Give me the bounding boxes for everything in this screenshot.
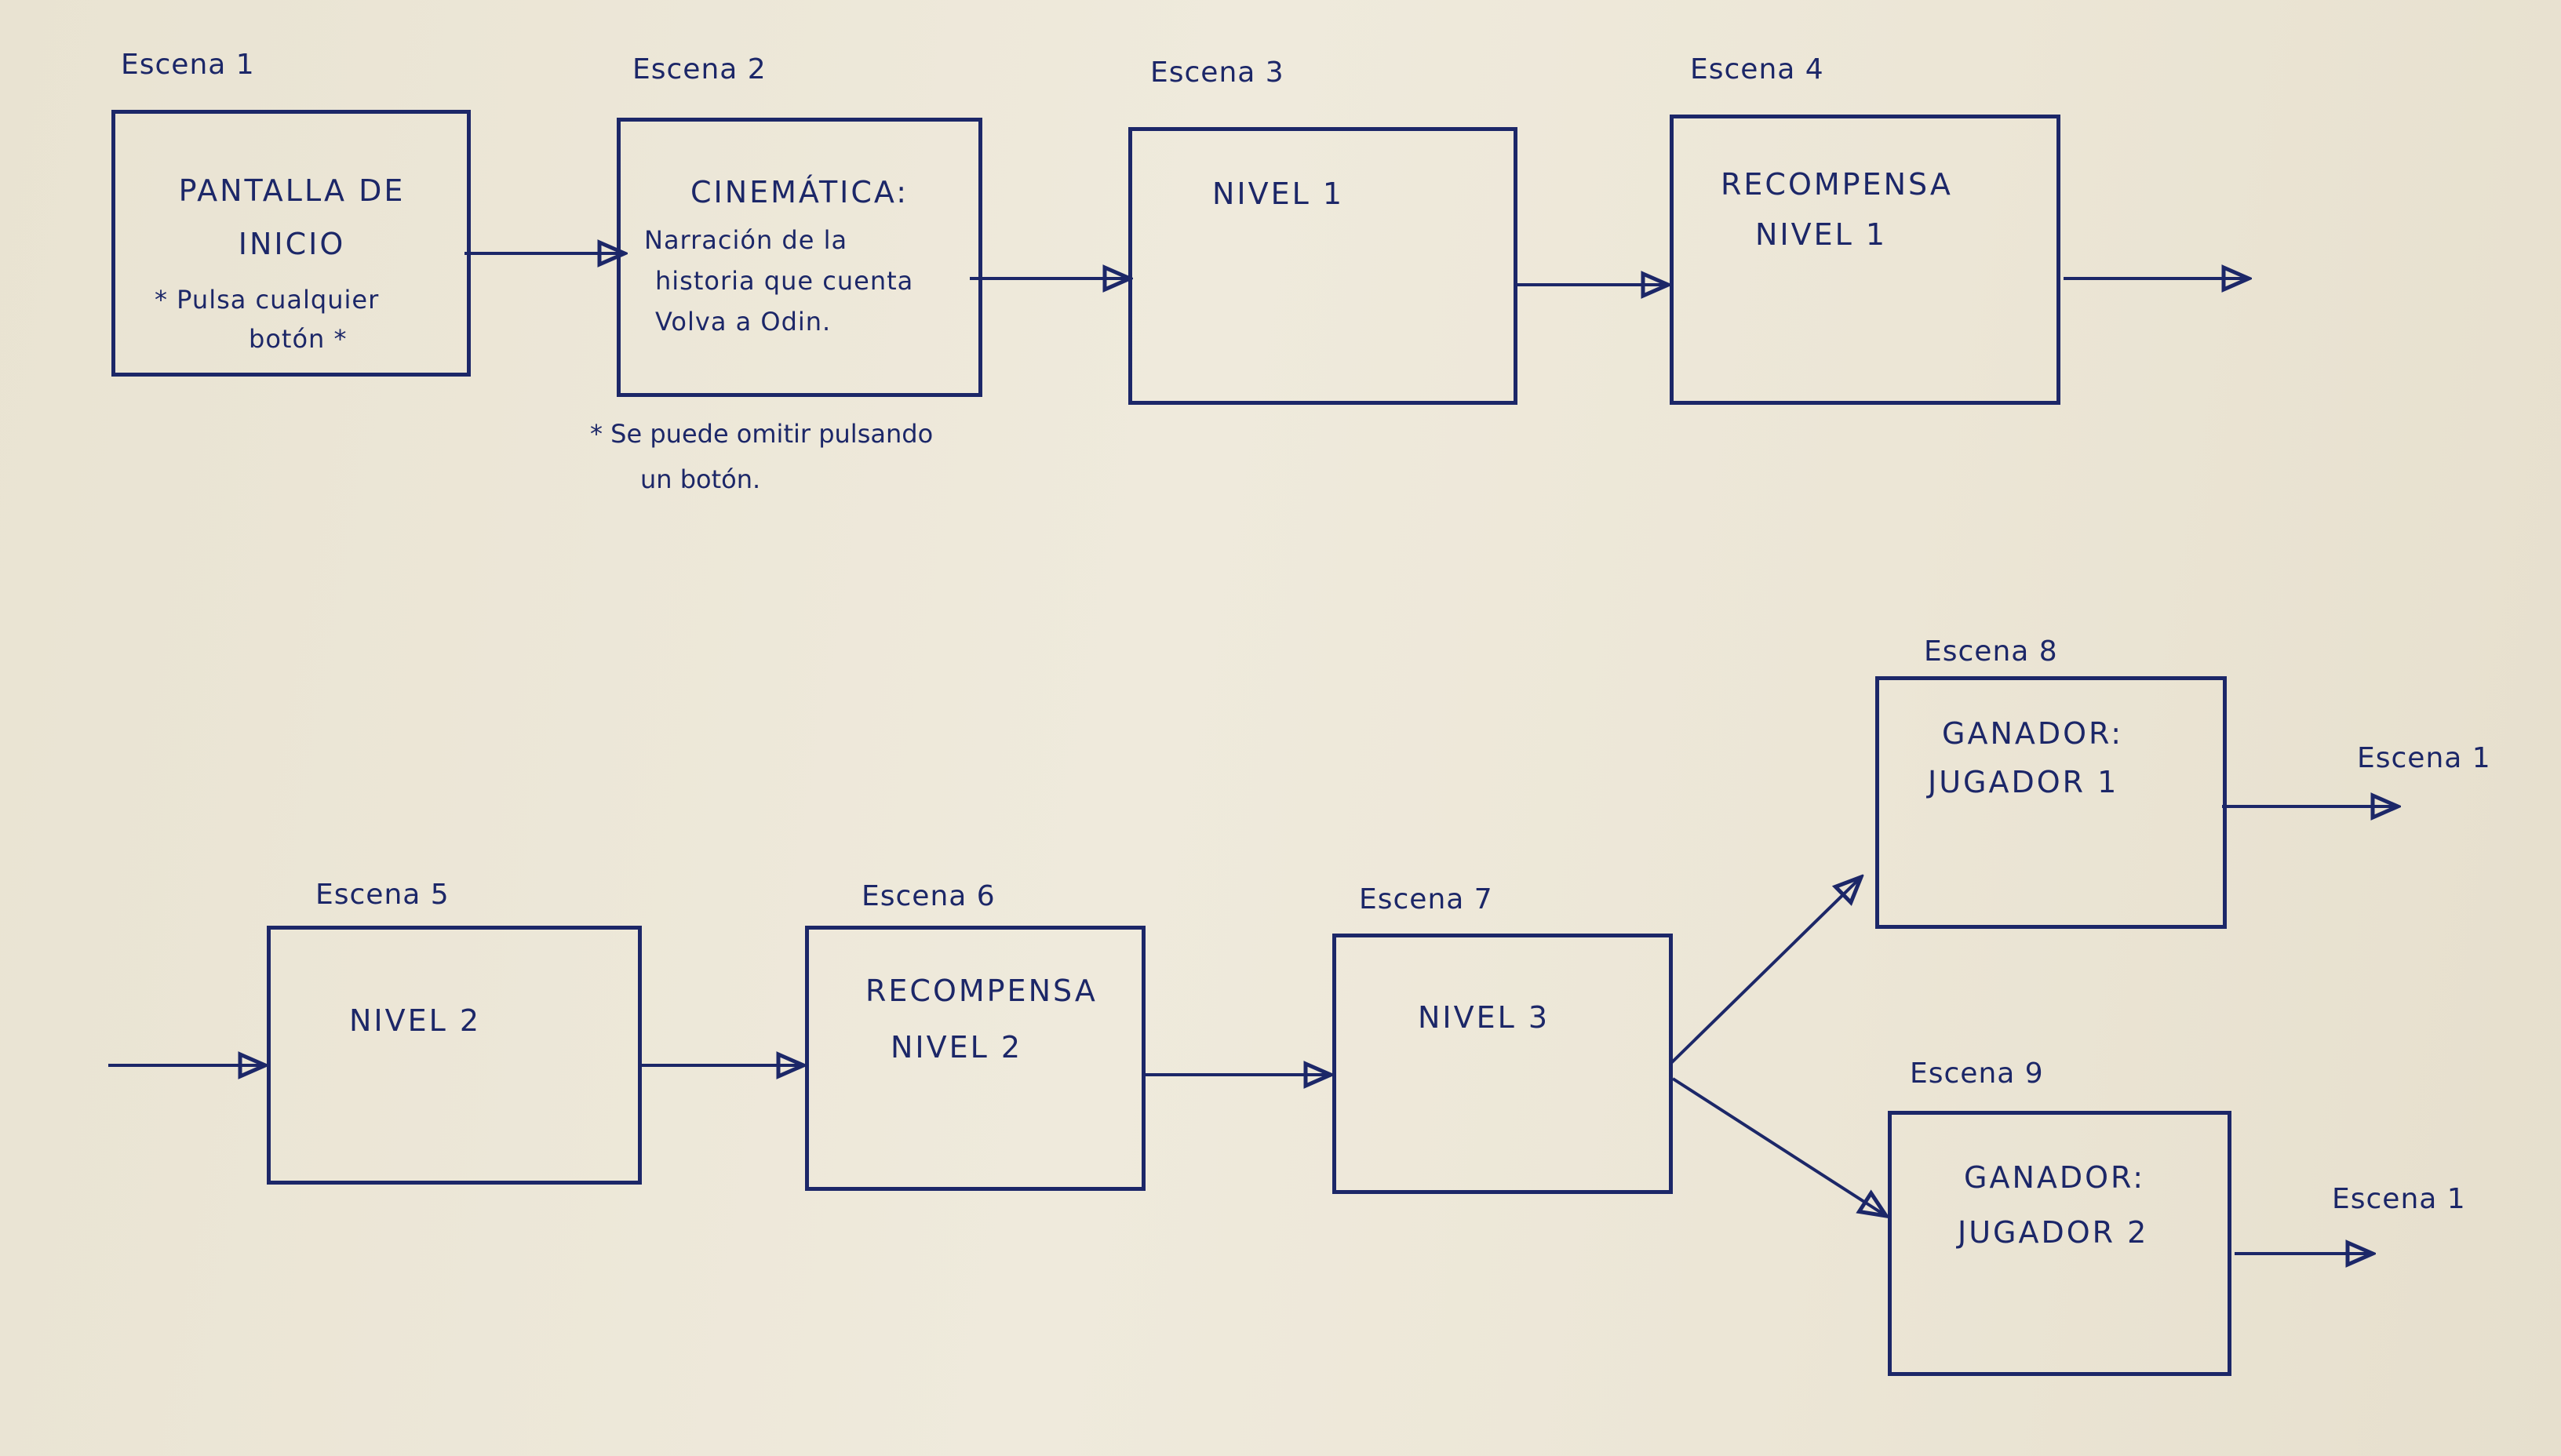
scene-9-next-label: Escena 1 — [2332, 1183, 2466, 1215]
scene-6-label: Escena 6 — [862, 880, 996, 912]
scene-1-label: Escena 1 — [121, 49, 255, 81]
scene-6-line-1: RECOMPENSA — [865, 974, 1098, 1008]
scene-2-line-1: Narración de la — [644, 225, 848, 255]
scene-9-box: GANADOR: JUGADOR 2 — [1888, 1111, 2231, 1376]
scene-2-label: Escena 2 — [632, 53, 767, 86]
scene-9-label: Escena 9 — [1910, 1057, 2044, 1090]
scene-6-box: RECOMPENSA NIVEL 2 — [805, 926, 1146, 1191]
scene-4-label: Escena 4 — [1690, 53, 1824, 86]
scene-2-note-1: * Se puede omitir pulsando — [590, 419, 934, 449]
scene-4-line-2: NIVEL 1 — [1755, 217, 1888, 252]
scene-5-title: NIVEL 2 — [349, 1003, 482, 1038]
scene-8-line-2: JUGADOR 1 — [1928, 765, 2119, 799]
scene-1-line-1: PANTALLA DE — [178, 173, 406, 208]
scene-3-box: NIVEL 1 — [1128, 127, 1517, 405]
scene-1-line-4: botón * — [249, 324, 348, 354]
scene-1-line-2: INICIO — [238, 227, 346, 261]
scene-4-box: RECOMPENSA NIVEL 1 — [1670, 115, 2060, 405]
scene-3-label: Escena 3 — [1150, 56, 1284, 89]
scene-7-title: NIVEL 3 — [1418, 1000, 1550, 1035]
scene-2-line-2: historia que cuenta — [655, 266, 914, 296]
scene-2-line-3: Volva a Odin. — [655, 307, 832, 337]
arrow-s7-to-s8 — [1670, 877, 1861, 1065]
scene-2-box: CINEMÁTICA: Narración de la historia que… — [617, 118, 982, 397]
scene-8-label: Escena 8 — [1924, 635, 2058, 668]
scene-8-next-label: Escena 1 — [2357, 742, 2491, 774]
scene-9-line-2: JUGADOR 2 — [1958, 1215, 2149, 1250]
scene-1-box: PANTALLA DE INICIO * Pulsa cualquier bot… — [111, 110, 471, 377]
scene-9-line-1: GANADOR: — [1964, 1160, 2146, 1195]
arrow-s7-to-s9 — [1671, 1077, 1886, 1216]
scene-5-label: Escena 5 — [315, 879, 450, 911]
scene-8-box: GANADOR: JUGADOR 1 — [1875, 676, 2227, 929]
scene-1-line-3: * Pulsa cualquier — [155, 285, 380, 315]
scene-2-note-2: un botón. — [640, 464, 761, 494]
scene-7-box: NIVEL 3 — [1332, 934, 1673, 1194]
scene-5-box: NIVEL 2 — [267, 926, 642, 1185]
scene-3-title: NIVEL 1 — [1212, 177, 1345, 211]
scene-2-title: CINEMÁTICA: — [690, 175, 909, 209]
scene-6-line-2: NIVEL 2 — [891, 1030, 1023, 1065]
scene-8-line-1: GANADOR: — [1942, 716, 2124, 751]
scene-4-line-1: RECOMPENSA — [1721, 167, 1953, 202]
scene-7-label: Escena 7 — [1359, 883, 1493, 915]
